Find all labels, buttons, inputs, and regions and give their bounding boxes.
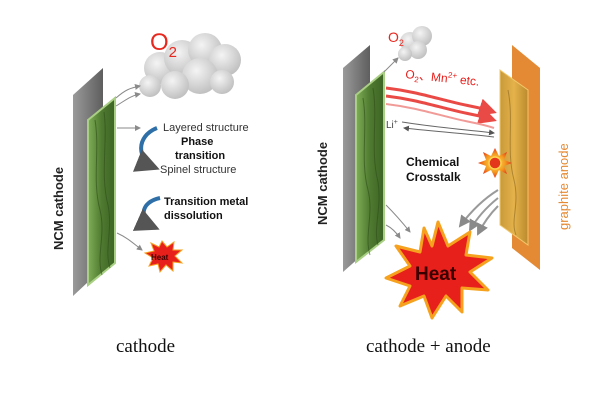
left-dissolution-arrow bbox=[132, 196, 161, 231]
right-crosstalk-label-1: Chemical bbox=[406, 155, 459, 169]
right-caption: cathode + anode bbox=[366, 336, 491, 357]
right-reaction-flare bbox=[478, 148, 512, 178]
left-heat-arrow bbox=[116, 232, 143, 251]
right-heat-arrow-cathode bbox=[385, 204, 411, 233]
right-li-arrow-back bbox=[403, 125, 495, 138]
left-layered-label: Layered structure bbox=[163, 122, 249, 134]
left-oxygen-cloud bbox=[139, 33, 241, 99]
left-spinel-label: Spinel structure bbox=[160, 164, 236, 176]
right-anode-label: graphite anode bbox=[556, 143, 571, 230]
right-heat-arrow-4 bbox=[385, 224, 401, 239]
right-cathode-electrode bbox=[343, 45, 385, 272]
right-species-label: O2、Mn2+ etc. bbox=[404, 66, 480, 91]
left-heat-label: Heat bbox=[151, 253, 169, 262]
right-heat-arrow-3 bbox=[477, 205, 499, 236]
right-flow-line-3 bbox=[385, 103, 495, 129]
left-gas-arrow bbox=[115, 84, 141, 99]
right-gas-arrow bbox=[383, 57, 399, 73]
left-electrode-label: NCM cathode bbox=[51, 167, 66, 250]
left-phase-label-1: Phase bbox=[181, 136, 213, 148]
left-phase-arrow bbox=[132, 126, 160, 172]
left-caption: cathode bbox=[116, 336, 175, 357]
left-heat-burst bbox=[143, 240, 184, 274]
right-heat-label: Heat bbox=[415, 264, 457, 285]
right-heat-arrow-2 bbox=[469, 197, 499, 232]
right-anode-electrode bbox=[499, 45, 540, 270]
right-gas-label: O2 bbox=[388, 29, 404, 48]
left-cathode-electrode bbox=[73, 68, 116, 296]
right-flow-line-2 bbox=[385, 94, 497, 124]
left-phase-label-2: transition bbox=[175, 150, 225, 162]
right-li-label: Li+ bbox=[386, 119, 398, 131]
right-heat-burst bbox=[384, 220, 494, 320]
left-panel: NCM cathode O2 Layered structure Phase t… bbox=[51, 29, 249, 357]
left-dissolution-label-1: Transition metal bbox=[164, 196, 248, 208]
right-cathode-label: NCM cathode bbox=[315, 142, 330, 225]
right-crosstalk-label-2: Crosstalk bbox=[406, 170, 461, 184]
left-dissolution-label-2: dissolution bbox=[164, 210, 223, 222]
right-heat-arrow-1 bbox=[458, 189, 499, 228]
right-panel: NCM cathode graphite anode O2 O2、Mn2+ et… bbox=[315, 26, 571, 357]
right-li-arrow bbox=[401, 121, 495, 136]
right-oxygen-cloud bbox=[398, 26, 432, 61]
left-gas-arrow-2 bbox=[115, 92, 141, 107]
left-gas-label: O2 bbox=[150, 29, 177, 61]
